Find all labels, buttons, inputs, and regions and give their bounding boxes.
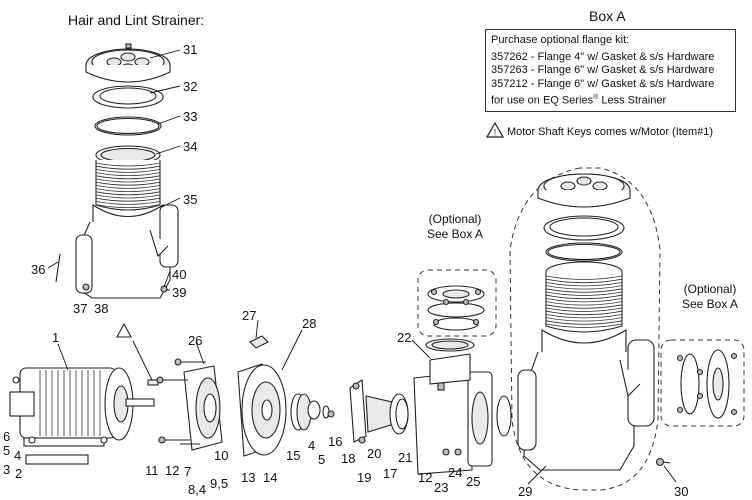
part-label-11: 11 [145, 463, 159, 478]
strainer-basket-34 [95, 145, 161, 165]
flange-kit-heading: Purchase optional flange kit: [491, 34, 630, 46]
motor-1 [9, 367, 155, 465]
part-label-10: 10 [214, 448, 228, 463]
strainer-housing-35 [75, 160, 179, 299]
flange-kit-item: 357212 - Flange 6" w/ Gasket & s/s Hardw… [491, 77, 715, 90]
adapter-bracket [156, 358, 223, 451]
flange-kit-note: for use on EQ Series® Less Strainer [491, 94, 667, 108]
part-label-23: 23 [434, 480, 448, 495]
part-label-34: 34 [183, 139, 197, 154]
flange-kit-item: 357263 - Flange 6" w/ Gasket & s/s Hardw… [491, 64, 715, 77]
drain-plug-group [55, 253, 168, 293]
lid-ring-32 [92, 85, 164, 109]
part-label-26: 26 [188, 333, 202, 348]
part-label-8-4: 8,4 [188, 482, 206, 497]
part-label-36: 36 [31, 262, 45, 277]
part-label-40: 40 [172, 267, 186, 282]
leader-lines [47, 49, 677, 485]
strainer-title: Hair and Lint Strainer: [68, 12, 205, 28]
part-label-17: 17 [383, 466, 397, 481]
part-label-13: 13 [241, 470, 255, 485]
part-label-31: 31 [183, 42, 197, 57]
optional-flange-kit-horizontal [660, 339, 745, 427]
svg-text:!: ! [494, 128, 497, 138]
part-label-12b: 12 [418, 470, 432, 485]
warning-icon: ! [485, 121, 505, 141]
part-label-37: 37 [73, 301, 87, 316]
part-label-12: 12 [165, 463, 179, 478]
optional-flange-label: (Optional) See Box A [426, 212, 484, 241]
part-label-3: 3 [3, 462, 10, 477]
optional-flange-kit-vertical [417, 269, 497, 337]
part-label-22: 22 [397, 330, 411, 345]
part-label-24: 24 [448, 465, 462, 480]
volute-22 [413, 338, 493, 475]
part-label-6: 6 [3, 429, 10, 444]
part-label-4: 4 [14, 448, 21, 463]
volute-gasket [496, 395, 512, 437]
motor-key-warning-text: Motor Shaft Keys comes w/Motor (Item#1) [507, 126, 714, 138]
part-label-14: 14 [263, 470, 277, 485]
part-label-16: 16 [328, 434, 342, 449]
part-label-38: 38 [94, 301, 108, 316]
part-label-4b: 4 [308, 438, 315, 453]
part-label-5: 5 [3, 443, 10, 458]
part-label-7: 7 [184, 464, 191, 479]
optional-flange-label: (Optional) See Box A [681, 282, 739, 311]
diffuser-17-21 [349, 379, 409, 444]
part-label-19: 19 [357, 470, 371, 485]
key-27 [249, 335, 269, 349]
flange-kit-item: 357262 - Flange 4" w/ Gasket & s/s Hardw… [491, 50, 715, 63]
wear-ring-15 [290, 393, 321, 431]
part-label-32: 32 [183, 79, 197, 94]
part-label-20: 20 [367, 446, 381, 461]
pump-strainer-assembly-29 [509, 167, 671, 491]
part-label-21: 21 [398, 450, 412, 465]
part-label-33: 33 [183, 109, 197, 124]
part-label-28: 28 [302, 316, 316, 331]
part-label-1: 1 [52, 330, 59, 345]
oring-33 [94, 116, 162, 136]
part-labels: 31 32 33 34 35 36 37 38 39 40 1 2 3 4 5 … [3, 42, 688, 499]
part-label-9-5: 9,5 [210, 476, 228, 491]
part-label-15: 15 [286, 448, 300, 463]
part-label-2: 2 [15, 466, 22, 481]
part-label-29: 29 [518, 484, 532, 499]
impeller-14 [241, 364, 287, 456]
box-a-title: Box A [589, 8, 626, 24]
motor-key-warning: ! Motor Shaft Keys comes w/Motor (Item#1… [485, 121, 714, 141]
part-label-27: 27 [242, 308, 256, 323]
part-label-30: 30 [674, 484, 688, 499]
flange-kit-box: Purchase optional flange kit: 357262 - F… [485, 29, 736, 112]
washers-4-5-16 [322, 405, 335, 419]
strainer-lid-31 [85, 43, 171, 83]
part-label-18: 18 [341, 451, 355, 466]
part-label-5b: 5 [318, 452, 325, 467]
part-label-39: 39 [172, 285, 186, 300]
part-label-25: 25 [466, 474, 480, 489]
part-label-35: 35 [183, 192, 197, 207]
